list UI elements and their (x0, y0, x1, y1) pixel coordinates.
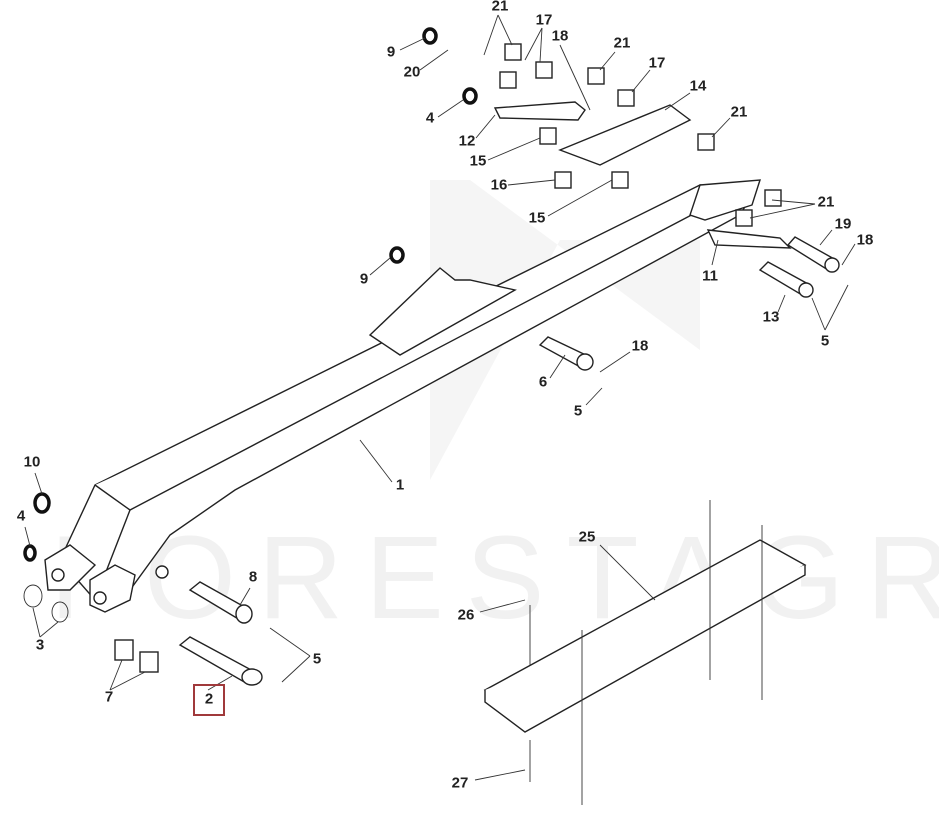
cylinder-bracket (368, 267, 517, 356)
bushing (539, 127, 557, 145)
part-label: 4 (16, 507, 26, 525)
part-label: 20 (403, 63, 421, 81)
bushing (114, 639, 134, 661)
bushing (139, 651, 159, 673)
seal-ring (422, 27, 438, 45)
part-label: 11 (702, 267, 718, 285)
part-label: 18 (631, 337, 649, 355)
part-label: 10 (23, 453, 41, 471)
part-label: 4 (425, 109, 435, 127)
pin-19 (786, 236, 840, 273)
part-label: 21 (730, 103, 748, 121)
bushing (735, 209, 753, 227)
part-label: 2 (204, 690, 214, 708)
part-label: 3 (35, 636, 45, 654)
bushing (587, 67, 605, 85)
seal-ring (389, 246, 405, 264)
pin-8 (188, 581, 253, 624)
pin-13 (758, 261, 814, 298)
link-14 (558, 104, 692, 166)
part-label: 21 (613, 34, 631, 52)
part-label: 18 (856, 231, 874, 249)
part-label: 16 (490, 176, 508, 194)
leader-lines (24, 14, 856, 781)
part-label: 5 (820, 332, 830, 350)
part-label: 13 (762, 308, 780, 326)
part-label: 8 (248, 568, 258, 586)
seal-ring (462, 87, 478, 105)
part-label: 19 (834, 215, 852, 233)
part-label: 5 (312, 650, 322, 668)
bushing (611, 171, 629, 189)
pin-hole (93, 591, 107, 605)
shim (51, 601, 69, 623)
part-label: 9 (386, 43, 396, 61)
part-label: 9 (359, 270, 369, 288)
shim (23, 584, 43, 608)
skid-plate-25 (483, 500, 807, 805)
pin-hole (51, 568, 65, 582)
part-label: 17 (535, 11, 553, 29)
bushing (535, 61, 553, 79)
link-12 (493, 101, 586, 121)
bushing (554, 171, 572, 189)
seal-ring (33, 492, 51, 514)
part-label: 15 (528, 209, 546, 227)
part-label: 5 (573, 402, 583, 420)
part-label: 21 (817, 193, 835, 211)
part-label: 18 (551, 27, 569, 45)
part-label: 14 (689, 77, 707, 95)
boom-head (689, 179, 761, 221)
boom-arm (59, 184, 757, 601)
bushing (499, 71, 517, 89)
bushing (764, 189, 782, 207)
pin-2 (178, 636, 263, 686)
highlight-box-part-2 (193, 684, 225, 716)
part-label: 25 (578, 528, 596, 546)
part-label: 12 (458, 132, 476, 150)
seal-ring (23, 544, 37, 562)
part-label: 15 (469, 152, 487, 170)
bushing (504, 43, 522, 61)
part-label: 6 (538, 373, 548, 391)
part-label: 27 (451, 774, 469, 792)
link-11 (706, 229, 792, 249)
pin-hole (155, 565, 169, 579)
pin-6 (538, 336, 594, 371)
part-label: 7 (104, 688, 114, 706)
part-label: 1 (395, 476, 405, 494)
bushing (697, 133, 715, 151)
part-label: 21 (491, 0, 509, 15)
part-label: 26 (457, 606, 475, 624)
bushing (617, 89, 635, 107)
part-label: 17 (648, 54, 666, 72)
